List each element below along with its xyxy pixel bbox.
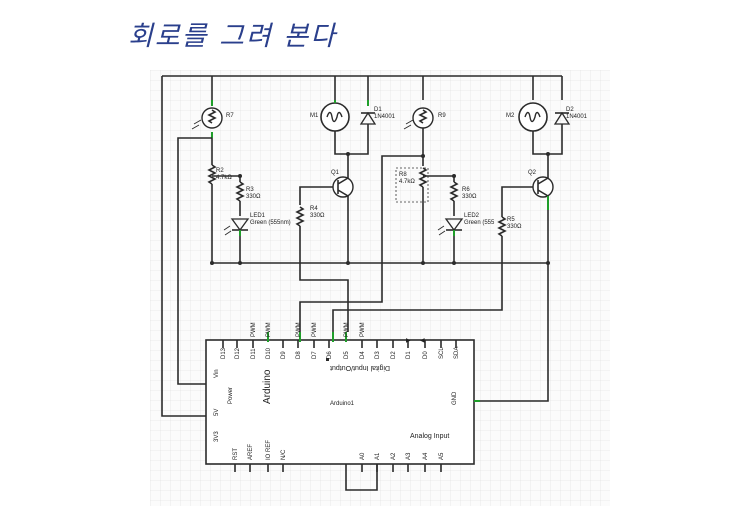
bottom-pin-rst: RST (233, 448, 239, 460)
left-pin-vin: Vin (214, 369, 220, 378)
d2-label: D2 (566, 107, 574, 113)
r9-photoresistor (403, 107, 434, 130)
q1-label: Q1 (331, 170, 340, 176)
digital-pin-d7: D7 (312, 351, 318, 359)
analog-section-label: Analog Input (410, 433, 449, 440)
r9-label: R9 (438, 113, 446, 119)
m1-motor (320, 100, 350, 132)
arduino-board (205, 332, 480, 491)
bottom-pin-labels: RST AREF IO REF N/C (233, 440, 287, 460)
led2-diode (437, 218, 464, 236)
digital-pin-scl: SCL (439, 347, 445, 359)
r5-value: 330Ω (507, 224, 522, 230)
r5-label: R5 (507, 217, 515, 223)
led1-diode (223, 218, 250, 236)
analog-pin-a2: A2 (391, 452, 397, 460)
led2-value: Green (555 (464, 220, 495, 226)
power-section-label: Power (228, 387, 234, 404)
pwm-marker: PWM (296, 322, 302, 337)
r3-resistor (235, 181, 245, 202)
bottom-pin-n/c: N/C (281, 449, 287, 460)
m2-motor (518, 102, 548, 132)
d1-label: D1 (374, 107, 382, 113)
digital-pin-d8: D8 (296, 351, 302, 359)
r8-value: 4.7kΩ (399, 179, 415, 185)
left-pin-5v: 5V (214, 409, 220, 416)
digital-pin-d11: D11 (251, 348, 257, 359)
digital-pin-labels: D13 D12 D11 D10 D9 D8 D7 D6 D5 D4 D3 D2 D1 D0 SCL SDA (221, 347, 460, 359)
r2-label: R2 (216, 168, 224, 174)
r8-selection-box (395, 167, 429, 203)
breadboard-schematic: R7 R2 4.7kΩ R3 330Ω LED1 Green (555nm) M… (150, 70, 610, 506)
q2-label: Q2 (528, 170, 537, 176)
analog-pin-a1: A1 (375, 452, 381, 460)
m2-label: M2 (506, 113, 515, 119)
q1-transistor (332, 176, 354, 198)
digital-pin-d1: D1 (406, 351, 412, 359)
led1-label: LED1 (250, 213, 266, 219)
m1-label: M1 (310, 113, 319, 119)
digital-pin-d0: D0 (423, 351, 429, 359)
bottom-pin-aref: AREF (248, 444, 254, 460)
r7-label: R7 (226, 113, 234, 119)
rx-arrow: ◀ (420, 338, 425, 344)
digital-pin-d9: D9 (281, 351, 287, 359)
left-pin-3v3: 3V3 (214, 431, 220, 442)
pwm-marker: PWM (251, 322, 257, 337)
r6-resistor (449, 181, 459, 202)
page-title: 회로를 그려 본다 (128, 21, 338, 52)
analog-pin-a0: A0 (360, 452, 366, 460)
tx-arrow: ▶ (406, 338, 411, 344)
r2-resistor (207, 164, 217, 185)
digital-pin-d3: D3 (375, 351, 381, 359)
digital-pin-d10: D10 (266, 347, 272, 359)
bottom-pin-io-ref: IO REF (266, 440, 272, 460)
digital-pin-d2: D2 (391, 351, 397, 359)
pwm-labels: PWM PWM PWM PWM PWM PWM (251, 322, 366, 337)
analog-pin-labels: A0 A1 A2 A3 A4 A5 (360, 452, 445, 460)
arduino-name-label: Arduino (262, 369, 273, 404)
digital-pin-d13: D13 (221, 347, 227, 359)
digital-pin-d12: D12 (235, 347, 241, 359)
pwm-marker: PWM (266, 322, 272, 337)
r3-label: R3 (246, 187, 254, 193)
analog-pin-a5: A5 (439, 452, 445, 460)
digital-pin-d5: D5 (344, 351, 350, 359)
r6-label: R6 (462, 187, 470, 193)
pwm-marker: PWM (360, 322, 366, 337)
analog-pin-a4: A4 (423, 452, 429, 460)
led1-value: Green (555nm) (250, 220, 291, 226)
r7-photoresistor (191, 100, 223, 138)
gnd-pin-label: GND (452, 391, 458, 405)
r8-resistor (418, 167, 428, 188)
pwm-marker: PWM (344, 322, 350, 337)
r4-value: 330Ω (310, 213, 325, 219)
q2-transistor (532, 176, 554, 198)
arduino-instance-label: Arduino1 (330, 401, 355, 407)
d2-value: 1N4001 (566, 114, 588, 120)
r3-value: 330Ω (246, 194, 261, 200)
r8-label: R8 (399, 172, 407, 178)
r4-label: R4 (310, 206, 318, 212)
digital-pin-d4: D4 (360, 351, 366, 359)
r4-resistor (295, 206, 305, 227)
d1-value: 1N4001 (374, 114, 396, 120)
r5-resistor (497, 216, 507, 237)
r2-value: 4.7kΩ (216, 175, 232, 181)
digital-pin-sda: SDA (454, 347, 460, 359)
digital-section-label: Digital Input/Output (330, 364, 390, 371)
r6-value: 330Ω (462, 194, 477, 200)
led2-label: LED2 (464, 213, 480, 219)
left-pin-labels: Vin 5V 3V3 (214, 369, 220, 442)
digital-pin-d6: D6 (327, 351, 333, 359)
pwm-marker: PWM (312, 322, 318, 337)
analog-pin-a3: A3 (406, 452, 412, 460)
